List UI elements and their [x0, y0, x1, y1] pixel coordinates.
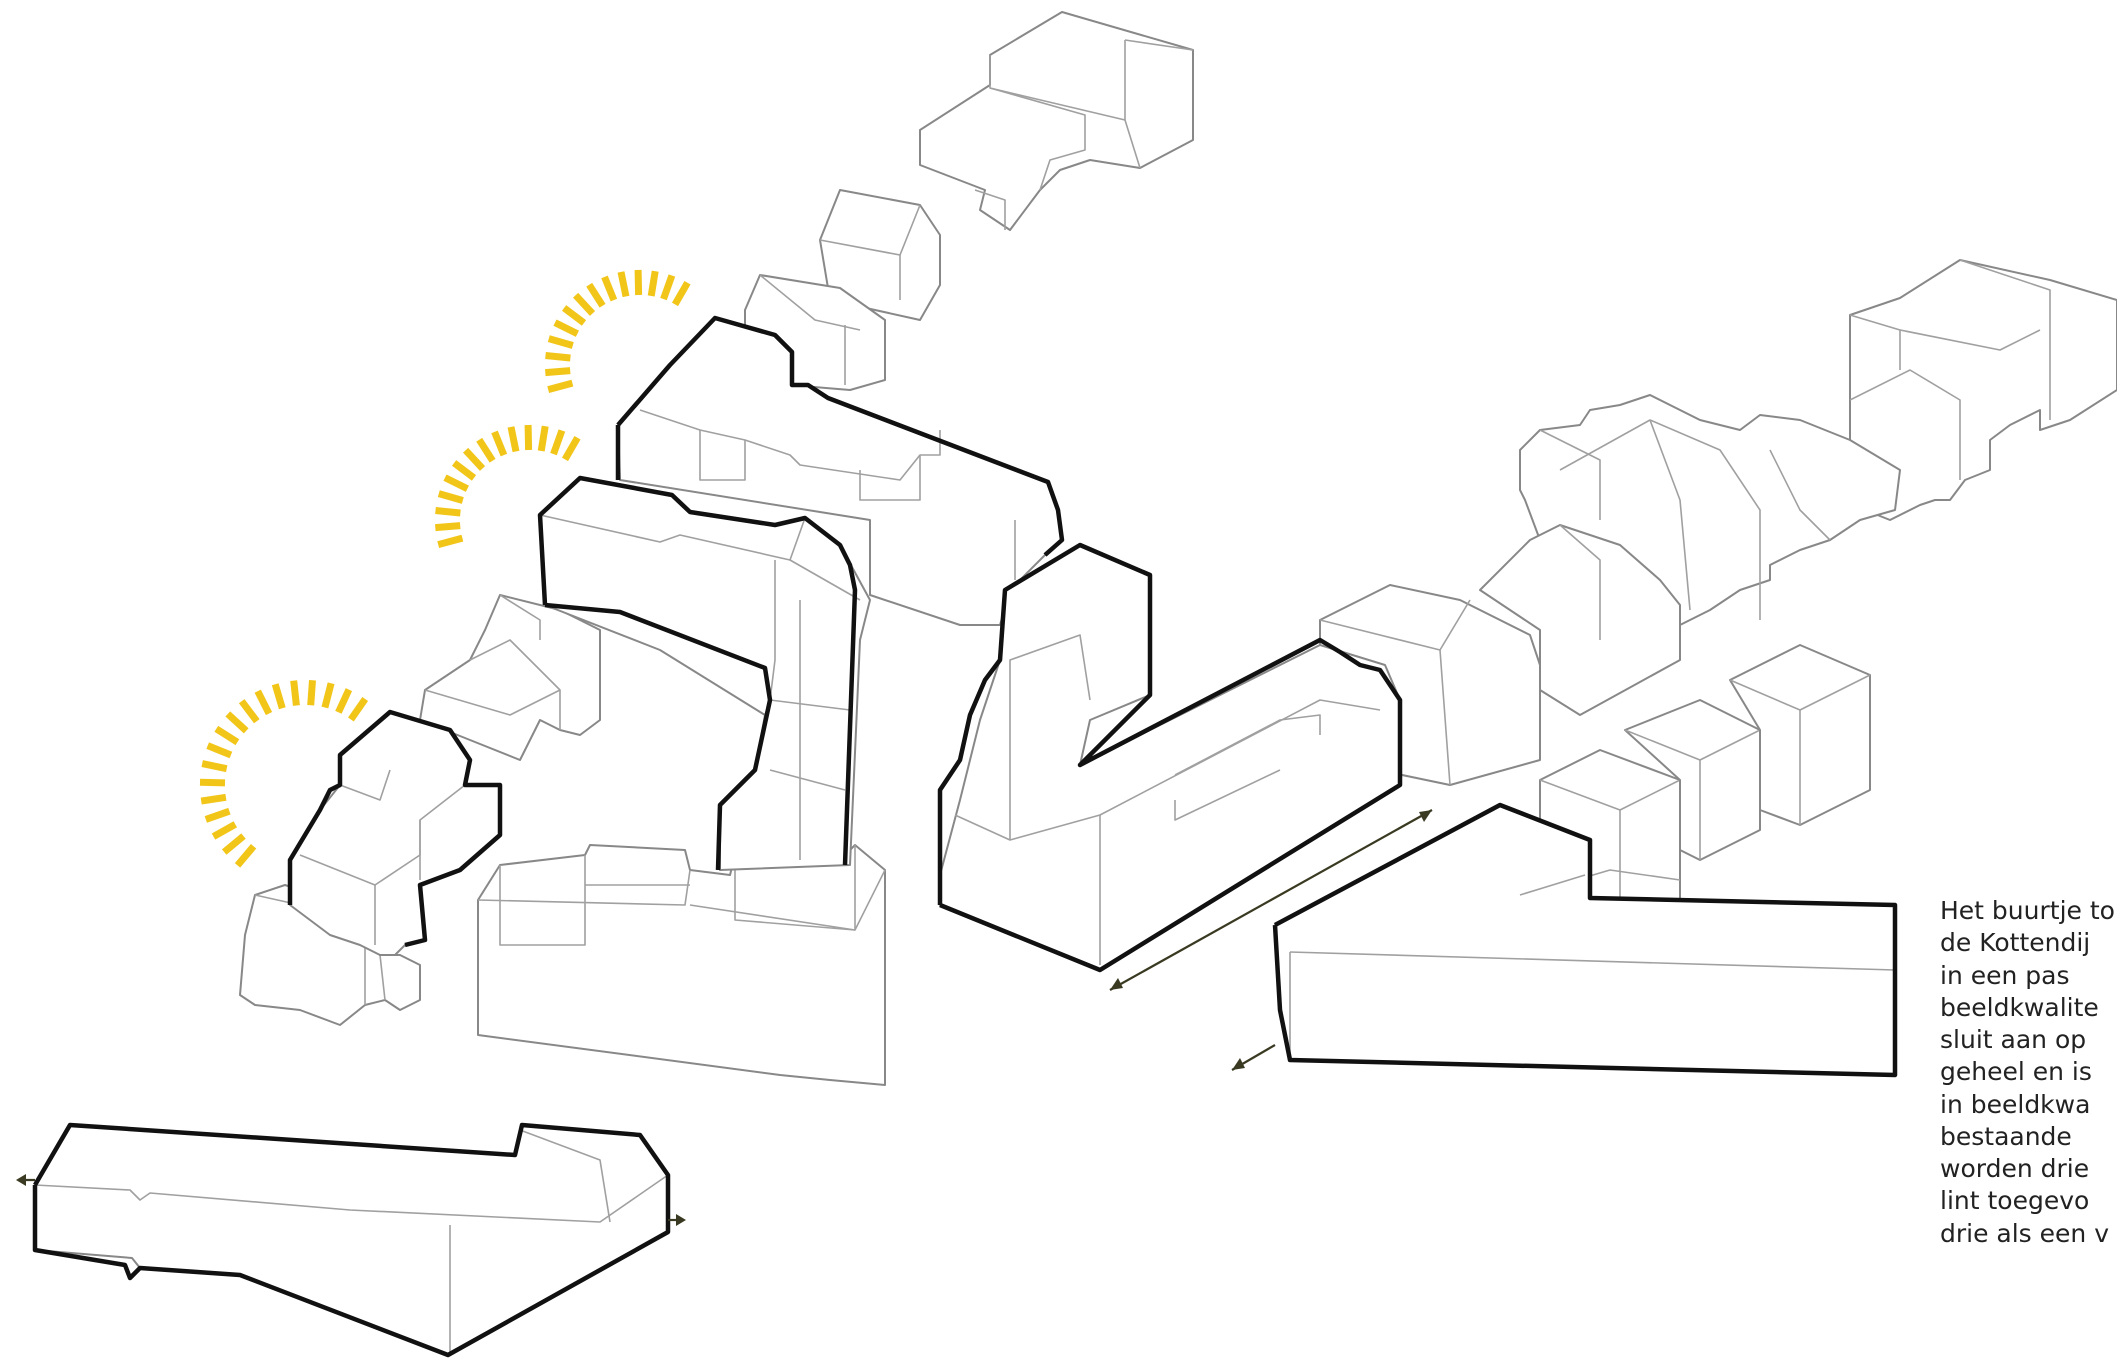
caption-line: in een pas — [1940, 960, 2117, 992]
existing-building-top-house — [920, 12, 1193, 230]
sun-ray — [435, 526, 460, 528]
sun-ray — [275, 684, 282, 708]
sun-ray — [564, 308, 584, 323]
sun-ray — [228, 714, 246, 731]
sun-ray — [214, 824, 236, 836]
sun-ray — [200, 782, 225, 783]
sun-ray — [589, 285, 602, 306]
caption-line: lint toegevo — [1940, 1185, 2117, 1217]
sun-ray — [554, 431, 562, 455]
sun-ray — [224, 836, 243, 852]
sun-ray — [565, 438, 578, 460]
sun-ray — [445, 478, 467, 489]
sun-ray — [202, 764, 227, 769]
sun-ray — [216, 729, 237, 742]
sun-ray — [675, 283, 688, 305]
description-text: Het buurtje to de Kottendij in een pas b… — [1940, 895, 2117, 1360]
sun-ray — [338, 690, 349, 713]
sun-ray — [438, 538, 462, 545]
road-direction-arrow-bottom-right — [1232, 1045, 1275, 1070]
sun-ray — [651, 271, 655, 296]
sun-ray — [238, 846, 254, 865]
caption-line: drie als een v — [1940, 1218, 2117, 1250]
sun-ray — [576, 295, 593, 313]
sun-ray — [621, 272, 626, 297]
sun-ray — [206, 811, 230, 819]
sun-ray — [545, 371, 570, 373]
caption-line: de Kottendij — [1940, 927, 2117, 959]
existing-building-bottom-middle — [478, 845, 885, 1085]
sun-ray — [439, 494, 463, 501]
caption-line: beeldkwalite — [1940, 992, 2117, 1024]
sun-ray — [638, 270, 639, 295]
sun-ray — [555, 323, 577, 334]
caption-line: bestaande — [1940, 1121, 2117, 1153]
caption-line: worden drie — [1940, 1153, 2117, 1185]
sun-ray — [436, 511, 461, 514]
caption-line: sluit aan op — [1940, 1024, 2117, 1056]
new-building-bottom-left-long — [35, 1125, 668, 1355]
sun-ray — [351, 699, 365, 720]
sun-ray — [201, 797, 226, 801]
sun-ray — [325, 683, 331, 707]
sun-ray — [294, 681, 297, 706]
sun-ray — [311, 680, 313, 705]
sun-ray — [466, 450, 483, 468]
sun-ray — [541, 426, 545, 451]
caption-line: geheel en is — [1940, 1056, 2117, 1088]
sun-ray — [528, 425, 529, 450]
sun-ray — [479, 440, 492, 461]
sun-ray — [454, 463, 474, 478]
sun-ray — [549, 339, 573, 346]
sun-ray — [258, 691, 269, 713]
sun-ray — [242, 701, 257, 721]
sun-ray — [208, 746, 231, 755]
sun-ray — [664, 276, 672, 300]
sun-ray — [511, 427, 516, 452]
sun-ray — [548, 383, 572, 390]
caption-line: in beeldkwa — [1940, 1089, 2117, 1121]
sun-ray — [495, 432, 504, 455]
sun-ray — [546, 356, 571, 359]
caption-line: Het buurtje to — [1940, 895, 2117, 927]
new-building-left-stack — [290, 712, 500, 955]
sun-ray — [605, 277, 614, 300]
